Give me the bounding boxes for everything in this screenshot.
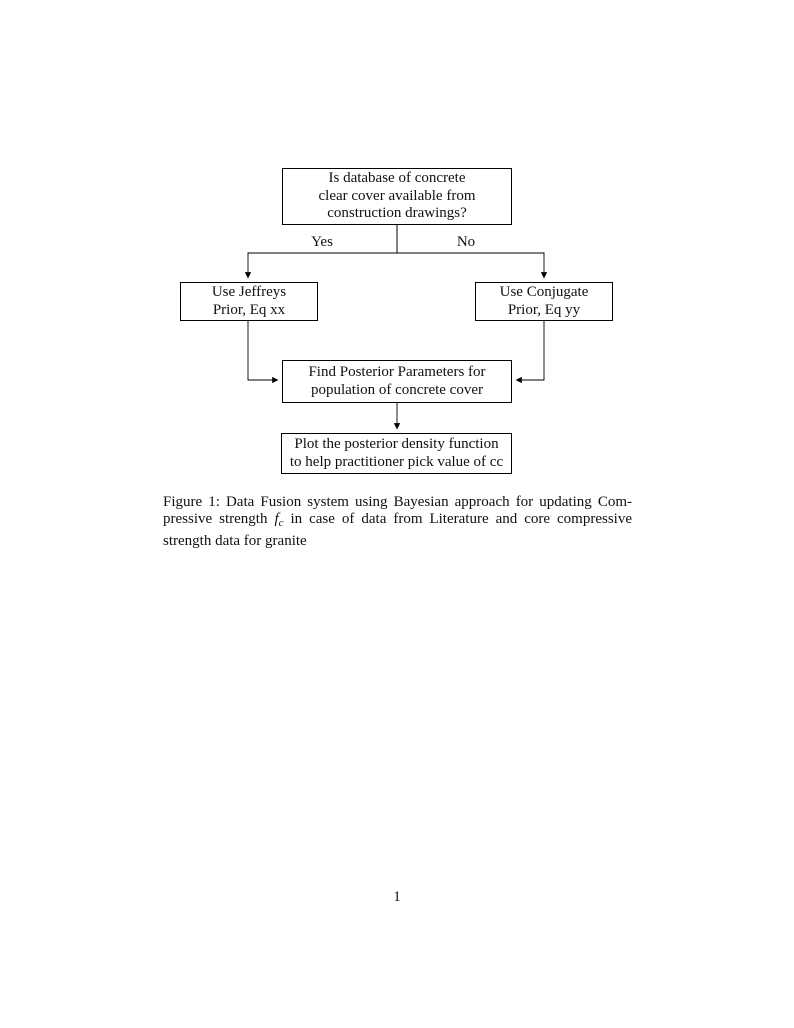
caption-line-2: pressive strength fc in case of data fro… [163, 511, 632, 532]
caption-line-1: Figure 1: Data Fusion system using Bayes… [163, 494, 632, 510]
question-box-line2: clear cover available from [318, 187, 476, 204]
edge-yes-branch [244, 225, 398, 279]
caption-math-sub-c: c [278, 517, 284, 530]
figure-caption: Figure 1: Data Fusion system using Bayes… [163, 494, 632, 550]
question-box-line3: construction drawings? [327, 205, 467, 222]
conjugate-box-line1: Use Conjugate [499, 284, 589, 300]
conjugate-prior-box: Use Conjugate Prior, Eq yy [475, 282, 613, 321]
posterior-parameters-box: Find Posterior Parameters for population… [282, 360, 512, 403]
caption-line2-after: in case of data from Literature and core… [283, 511, 632, 528]
edge-no-branch [396, 225, 548, 279]
plot-box-line1: Plot the posterior density function [294, 436, 499, 452]
question-box-line1: Is database of concrete [328, 170, 466, 187]
plot-box-line2: to help practitioner pick value of cc [289, 453, 504, 470]
caption-line-3: strength data for granite [163, 532, 307, 549]
no-branch-label: No [454, 234, 478, 251]
yes-branch-label: Yes [309, 234, 335, 251]
question-box: Is database of concrete clear cover avai… [282, 168, 512, 225]
page-number: 1 [393, 889, 401, 905]
posterior-box-line2: population of concrete cover [310, 381, 483, 398]
caption-line2-before: pressive strength [163, 511, 275, 528]
jeffreys-box-line2: Prior, Eq xx [212, 301, 286, 318]
jeffreys-prior-box: Use Jeffreys Prior, Eq xx [180, 282, 318, 321]
conjugate-box-line2: Prior, Eq yy [507, 301, 581, 318]
plot-density-box: Plot the posterior density function to h… [281, 433, 512, 474]
jeffreys-box-line1: Use Jeffreys [211, 284, 287, 300]
edge-jeffreys-to-posterior [247, 321, 279, 384]
caption-math-f: f [274, 511, 279, 528]
edge-conjugate-to-posterior [515, 321, 545, 384]
posterior-box-line1: Find Posterior Parameters for [308, 364, 486, 380]
